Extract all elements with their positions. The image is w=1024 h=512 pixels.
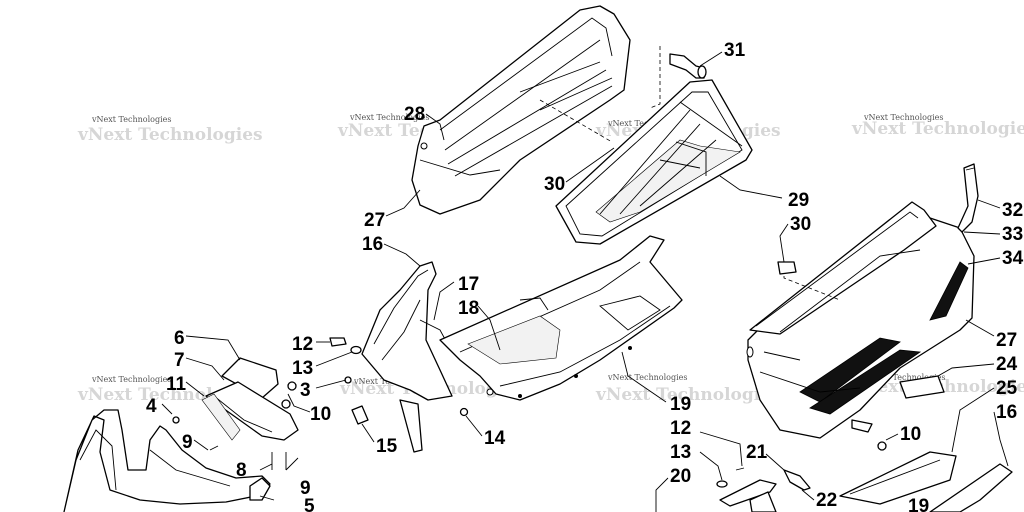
- callout-10: 10: [310, 404, 331, 425]
- callout-11: 11: [166, 374, 187, 395]
- side-panel-left-part: [411, 5, 631, 215]
- watermark-ghost: vNext Technologies: [595, 385, 781, 405]
- side-panel-upper-center-part: [555, 79, 753, 245]
- callout-19: 19: [670, 394, 691, 415]
- callout-6: 6: [174, 328, 185, 349]
- watermark-text: vNext Technologies: [349, 113, 429, 122]
- callout-21: 21: [746, 442, 768, 463]
- watermark-text: vNext Technologies: [91, 115, 171, 124]
- callout-22: 22: [816, 490, 837, 511]
- callout-24: 24: [996, 354, 1018, 375]
- hardware-parts: [172, 337, 1013, 512]
- callout-30: 30: [544, 174, 565, 195]
- callout-9: 9: [182, 432, 193, 453]
- callout-13: 13: [670, 442, 691, 463]
- leader-lines: [161, 51, 1009, 512]
- callout-5: 5: [304, 496, 315, 512]
- callout-20: 20: [670, 466, 691, 487]
- callout-16: 16: [996, 402, 1017, 423]
- front-bumper-part: [63, 409, 271, 512]
- callout-27: 27: [364, 210, 385, 231]
- callout-16: 16: [362, 234, 383, 255]
- callout-28: 28: [404, 104, 425, 125]
- callout-18: 18: [458, 298, 479, 319]
- belly-pan-part: [439, 235, 683, 401]
- callout-25: 25: [996, 378, 1018, 399]
- callout-7: 7: [174, 350, 185, 371]
- callout-34: 34: [1002, 248, 1024, 269]
- callout-12: 12: [670, 418, 691, 439]
- push-rivet-part: [539, 46, 707, 143]
- callout-29: 29: [788, 190, 809, 211]
- callout-27: 27: [996, 330, 1017, 351]
- callout-9: 9: [300, 478, 311, 499]
- callout-8: 8: [236, 460, 247, 481]
- callout-32: 32: [1002, 200, 1023, 221]
- callout-3: 3: [300, 380, 311, 401]
- headlight-bracket-part: [201, 357, 299, 441]
- watermark-text: vNext Technologies: [607, 373, 687, 382]
- callout-14: 14: [484, 428, 506, 449]
- callout-10: 10: [900, 424, 921, 445]
- callout-30: 30: [790, 214, 811, 235]
- side-panel-right-part: [746, 163, 979, 439]
- watermark-text: vNext Technologies: [865, 373, 945, 382]
- callout-17: 17: [458, 274, 479, 295]
- front-mount-left-part: [361, 261, 453, 453]
- watermark-text: vNext Technologies: [863, 113, 943, 122]
- callout-4: 4: [146, 396, 157, 417]
- callout-13: 13: [292, 358, 313, 379]
- callout-labels: 31 28 30 27 29 30 32 33 34 27 16 17 18 6…: [146, 40, 1024, 512]
- callout-15: 15: [376, 436, 398, 457]
- callout-19: 19: [908, 496, 929, 512]
- callout-31: 31: [724, 40, 746, 61]
- callout-33: 33: [1002, 224, 1023, 245]
- watermark-ghost: vNext Technologies: [851, 119, 1024, 139]
- watermark-text: vNext Technologies: [91, 375, 171, 384]
- watermark-ghost: vNext Technologies: [77, 125, 263, 145]
- callout-12: 12: [292, 334, 313, 355]
